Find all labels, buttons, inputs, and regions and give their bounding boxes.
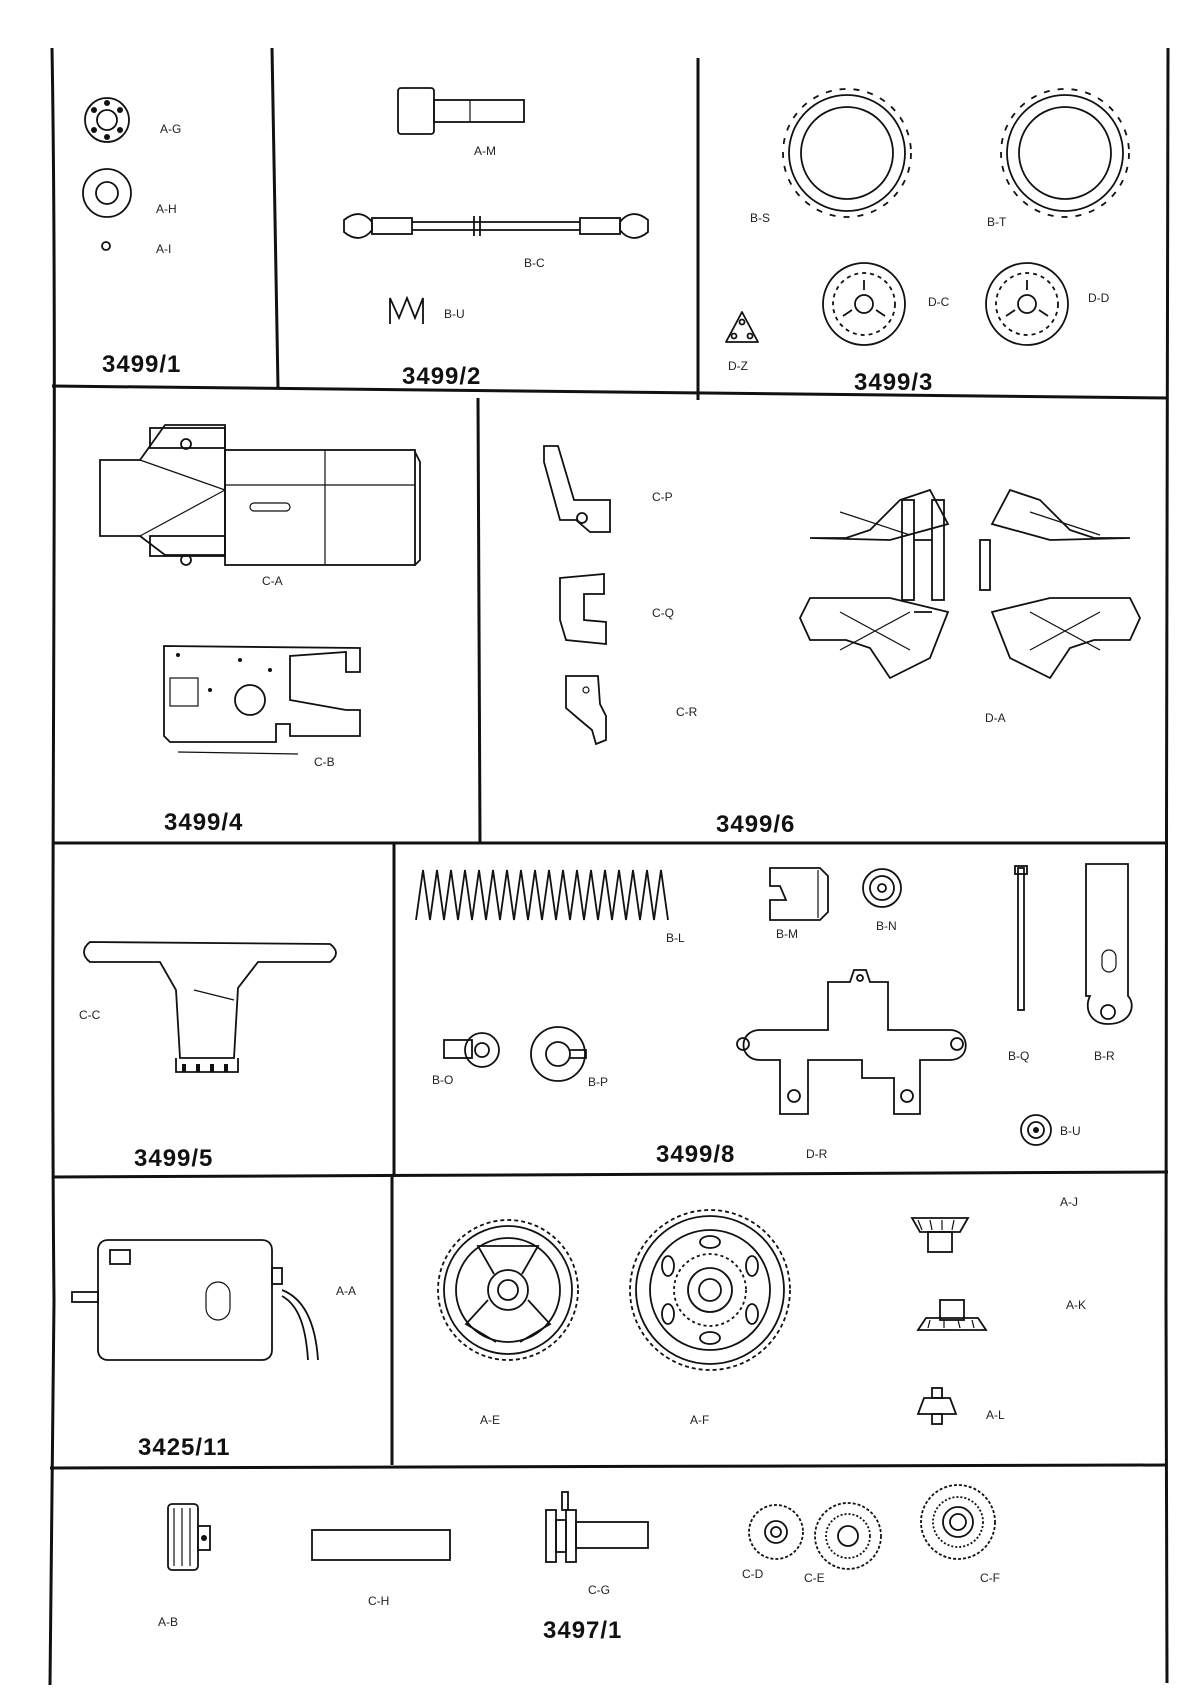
label-bu-spring: B-U bbox=[444, 307, 465, 321]
label-ae: A-E bbox=[480, 1413, 500, 1427]
bevel-gear-ak bbox=[916, 1299, 988, 1331]
kit-number-3499-6: 3499/6 bbox=[716, 811, 795, 838]
sheet-frame bbox=[48, 47, 1170, 1686]
kit-number-3425-11: 3425/11 bbox=[138, 1434, 230, 1461]
coil-spring-bl bbox=[415, 869, 669, 921]
label-aj: A-J bbox=[1060, 1195, 1078, 1209]
label-al: A-L bbox=[986, 1408, 1005, 1422]
label-cf: C-F bbox=[980, 1571, 1000, 1585]
label-cp: C-P bbox=[652, 490, 673, 504]
label-af: A-F bbox=[690, 1413, 709, 1427]
gear-cd bbox=[748, 1504, 804, 1560]
gear-ce bbox=[814, 1502, 882, 1570]
pulley-bn bbox=[862, 868, 902, 908]
label-cd: C-D bbox=[742, 1567, 764, 1581]
wheel-hub-dc bbox=[822, 262, 906, 346]
label-cq: C-Q bbox=[652, 606, 674, 620]
kit-number-3497-1: 3497/1 bbox=[543, 1617, 622, 1644]
label-bn: B-N bbox=[876, 919, 897, 933]
link-br bbox=[1085, 863, 1133, 1025]
ball-ai bbox=[101, 241, 111, 251]
tyre-bt bbox=[1000, 88, 1130, 218]
label-aa: A-A bbox=[336, 1284, 356, 1298]
washer-bu bbox=[1020, 1114, 1052, 1146]
label-dd: D-D bbox=[1088, 291, 1110, 305]
gear-ab bbox=[167, 1503, 211, 1571]
label-bo: B-O bbox=[432, 1073, 453, 1087]
bracket-cr bbox=[565, 675, 607, 746]
shaft-cg bbox=[545, 1491, 649, 1563]
clip-bm bbox=[769, 867, 829, 921]
triangle-plate-dz bbox=[725, 311, 759, 343]
label-bu-washer: B-U bbox=[1060, 1124, 1081, 1138]
pin-bq bbox=[1014, 865, 1028, 1011]
chassis-plate-cb bbox=[163, 645, 361, 755]
steering-arm-cp bbox=[543, 445, 611, 533]
pinion-al bbox=[916, 1387, 958, 1425]
washer-ah bbox=[82, 168, 132, 218]
tyre-bs bbox=[782, 88, 912, 218]
tube-ch bbox=[311, 1529, 451, 1561]
label-am: A-M bbox=[474, 144, 496, 158]
label-bq: B-Q bbox=[1008, 1049, 1029, 1063]
label-ah: A-H bbox=[156, 202, 177, 216]
tie-rod-bc bbox=[343, 213, 649, 239]
gear-af bbox=[629, 1209, 791, 1371]
label-bc: B-C bbox=[524, 256, 545, 270]
bearing-ag bbox=[84, 97, 130, 143]
bracket-cq bbox=[559, 573, 607, 645]
kit-number-3499-3: 3499/3 bbox=[854, 369, 933, 396]
chassis-ca bbox=[99, 424, 421, 566]
spring-bu-small bbox=[389, 295, 424, 324]
label-da: D-A bbox=[985, 711, 1006, 725]
bevel-gear-aj bbox=[910, 1217, 970, 1253]
label-cg: C-G bbox=[588, 1583, 610, 1597]
motor-aa bbox=[71, 1239, 319, 1361]
wishbones-da bbox=[799, 488, 1141, 680]
label-dr: D-R bbox=[806, 1147, 828, 1161]
label-dc: D-C bbox=[928, 295, 950, 309]
cam-bp bbox=[530, 1026, 587, 1082]
label-cc: C-C bbox=[79, 1008, 101, 1022]
label-dz: D-Z bbox=[728, 359, 748, 373]
gear-ae bbox=[437, 1219, 579, 1361]
label-bs: B-S bbox=[750, 211, 770, 225]
kit-number-3499-8: 3499/8 bbox=[656, 1141, 735, 1168]
axle-am bbox=[397, 87, 525, 135]
label-bt: B-T bbox=[987, 215, 1007, 229]
label-br: B-R bbox=[1094, 1049, 1115, 1063]
mount-plate-dr bbox=[736, 969, 967, 1115]
kit-number-3499-4: 3499/4 bbox=[164, 809, 243, 836]
label-bm: B-M bbox=[776, 927, 798, 941]
wheel-hub-dd bbox=[985, 262, 1069, 346]
label-cb: C-B bbox=[314, 755, 335, 769]
label-cr: C-R bbox=[676, 705, 698, 719]
label-bl: B-L bbox=[666, 931, 685, 945]
label-ab: A-B bbox=[158, 1615, 178, 1629]
kit-number-3499-5: 3499/5 bbox=[134, 1145, 213, 1172]
label-ce: C-E bbox=[804, 1571, 825, 1585]
gear-cf bbox=[920, 1484, 996, 1560]
kit-number-3499-1: 3499/1 bbox=[102, 351, 181, 378]
steering-bar-cc bbox=[83, 941, 337, 1073]
label-bp: B-P bbox=[588, 1075, 608, 1089]
label-ca: C-A bbox=[262, 574, 283, 588]
kit-number-3499-2: 3499/2 bbox=[402, 363, 481, 390]
label-ag: A-G bbox=[160, 122, 181, 136]
label-ai: A-I bbox=[156, 242, 171, 256]
label-ak: A-K bbox=[1066, 1298, 1086, 1312]
eye-bo bbox=[443, 1032, 500, 1068]
label-ch: C-H bbox=[368, 1594, 389, 1608]
